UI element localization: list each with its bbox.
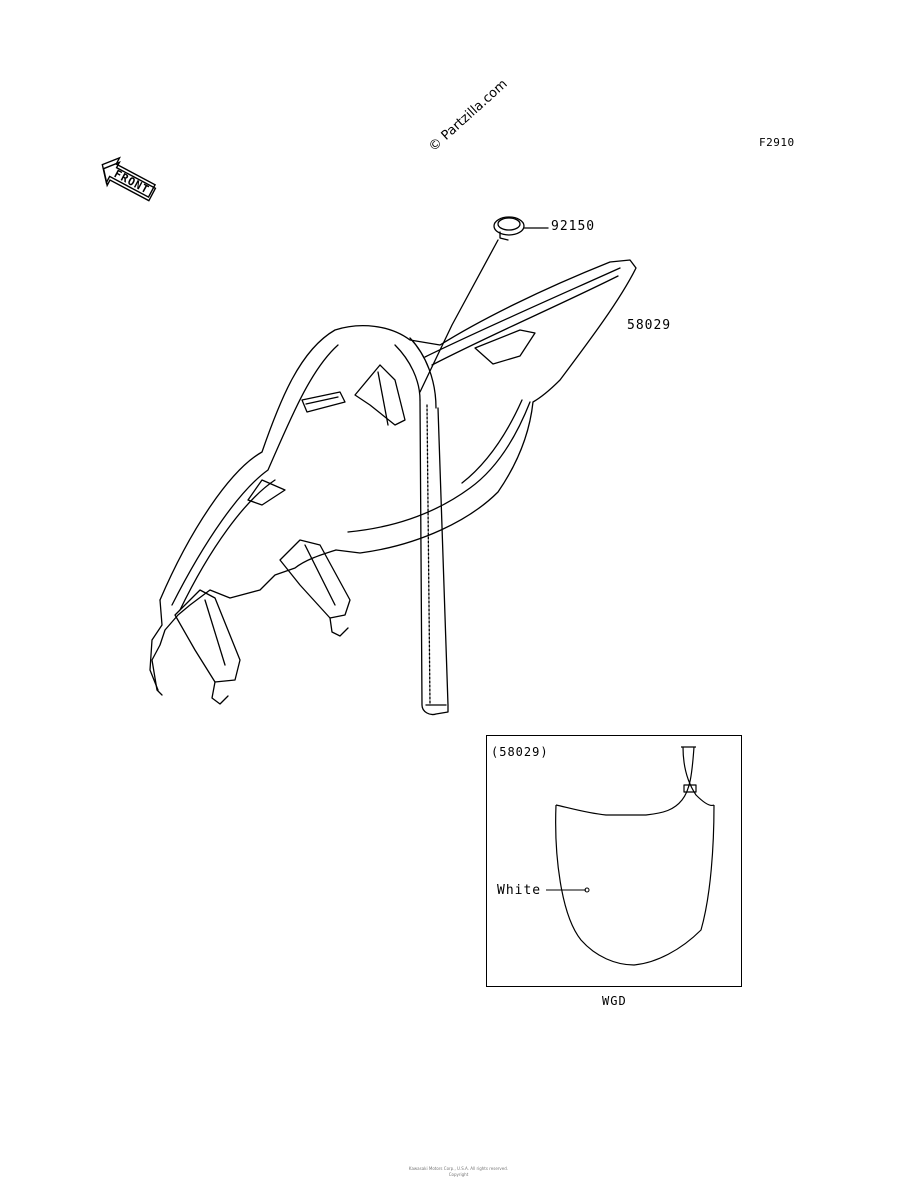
footer-line-2: Copyright — [448, 1172, 469, 1177]
color-callout: White — [497, 883, 542, 898]
inset-part-ref: (58029) — [491, 745, 549, 759]
inset-fender-drawing — [546, 746, 715, 966]
part-number-92150: 92150 — [551, 219, 596, 234]
leader-line-bolt-drop — [419, 239, 499, 393]
mount-leg-left — [174, 589, 241, 683]
inset-panel — [486, 735, 742, 987]
drain-tube — [394, 337, 437, 409]
footer-copyright: Kawasaki Motors Corp., U.S.A. All rights… — [0, 1166, 917, 1178]
footer-line-1: Kawasaki Motors Corp., U.S.A. All rights… — [408, 1166, 509, 1171]
front-direction-arrow-icon: FRONT — [101, 156, 157, 202]
variant-code: WGD — [602, 994, 627, 1008]
rear-fender-outline — [159, 259, 637, 601]
bolt-92150 — [493, 216, 525, 241]
figure-code: F2910 — [759, 136, 795, 149]
part-number-58029: 58029 — [627, 318, 672, 333]
mount-leg-right — [279, 539, 351, 619]
